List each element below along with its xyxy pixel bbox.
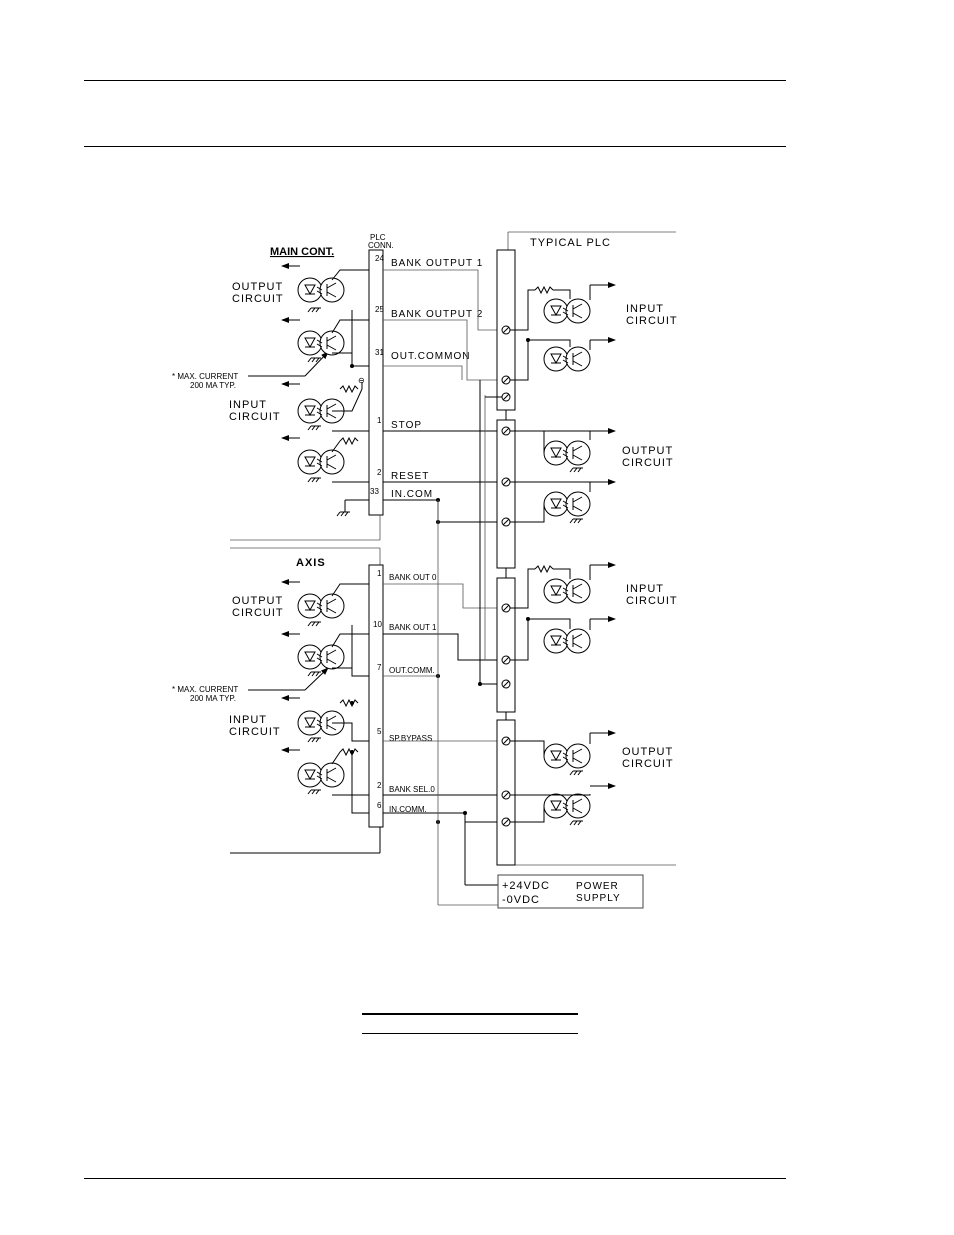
axis-section: AXIS OUTPUT CIRCUIT INPUT CIRCUIT * MAX.… bbox=[172, 557, 505, 828]
axis-pin: 7 bbox=[377, 663, 382, 672]
power-label-l1: POWER bbox=[576, 881, 619, 892]
svg-text:⊖: ⊖ bbox=[358, 376, 365, 385]
main-pin: 2 bbox=[377, 468, 382, 477]
plc-out-opto-2 bbox=[543, 491, 591, 517]
plc-block-2-label-l1: OUTPUT bbox=[622, 445, 673, 457]
power-supply: +24VDC -0VDC POWER SUPPLY bbox=[497, 874, 644, 909]
conn-header-2: CONN. bbox=[368, 241, 394, 250]
axis-out-opto-1 bbox=[297, 593, 345, 619]
axis-note-l1: * MAX. CURRENT bbox=[172, 685, 238, 694]
footer-rule bbox=[84, 1178, 786, 1179]
axis-signal-list: BANK OUT 0 BANK OUT 1 OUT.COMM. SP.BYPAS… bbox=[389, 573, 437, 814]
plc-block-2-label-l2: CIRCUIT bbox=[622, 457, 674, 469]
main-pin: 1 bbox=[377, 416, 382, 425]
plc-title: TYPICAL PLC bbox=[530, 237, 611, 249]
plc-block-3-label-l2: CIRCUIT bbox=[626, 595, 678, 607]
plc-block-4-label-l1: OUTPUT bbox=[622, 746, 673, 758]
caption-rule-bottom bbox=[362, 1033, 578, 1034]
main-pin: 25 bbox=[375, 305, 384, 314]
power-plus: +24VDC bbox=[502, 880, 550, 892]
axis-signal: BANK SEL.0 bbox=[389, 785, 435, 794]
main-out-opto-1 bbox=[297, 277, 345, 303]
main-signal: STOP bbox=[391, 420, 422, 431]
plc-terminal-block-3 bbox=[496, 577, 516, 713]
main-signal: IN.COM bbox=[391, 489, 433, 500]
plc-block-3-label-l1: INPUT bbox=[626, 583, 664, 595]
axis-output-circuit-l2: CIRCUIT bbox=[232, 607, 284, 619]
plc-in-opto-1 bbox=[543, 298, 591, 324]
main-pin-list: 24 25 31 1 2 33 bbox=[370, 254, 384, 496]
main-input-circuit-l2: CIRCUIT bbox=[229, 411, 281, 423]
conn-header-1: PLC bbox=[370, 233, 386, 242]
plc-block-1-label-l2: CIRCUIT bbox=[626, 315, 678, 327]
axis-title: AXIS bbox=[296, 557, 326, 569]
main-in-opto-2 bbox=[297, 449, 345, 475]
header-rule-top bbox=[84, 80, 786, 81]
main-signal: OUT.COMMON bbox=[391, 351, 470, 362]
power-minus: -0VDC bbox=[502, 894, 540, 906]
plc-in-opto-3 bbox=[543, 578, 591, 604]
main-conn-strip bbox=[368, 249, 384, 516]
axis-signal: IN.COMM. bbox=[389, 805, 427, 814]
plc-out-opto-1 bbox=[543, 440, 591, 466]
main-signal: BANK OUTPUT 2 bbox=[391, 309, 483, 320]
axis-pin-list: 1 10 7 5 2 6 bbox=[373, 569, 382, 810]
axis-pin: 5 bbox=[377, 727, 382, 736]
axis-signal: BANK OUT 0 bbox=[389, 573, 437, 582]
main-pin: 31 bbox=[375, 348, 384, 357]
main-signal-list: BANK OUTPUT 1 BANK OUTPUT 2 OUT.COMMON S… bbox=[391, 258, 483, 500]
axis-output-circuit-l1: OUTPUT bbox=[232, 595, 283, 607]
main-pin: 24 bbox=[375, 254, 384, 263]
axis-signal: OUT.COMM. bbox=[389, 666, 435, 675]
axis-input-circuit-l2: CIRCUIT bbox=[229, 726, 281, 738]
axis-note-l2: 200 MA TYP. bbox=[190, 694, 236, 703]
plc-out-opto-3 bbox=[543, 743, 591, 769]
axis-signal: BANK OUT 1 bbox=[389, 623, 437, 632]
caption-rule-top bbox=[362, 1013, 578, 1015]
main-note-l2: 200 MA TYP. bbox=[190, 381, 236, 390]
main-cont-section: MAIN CONT. PLC CONN. OUTPUT CIRCUIT INPU… bbox=[172, 233, 505, 524]
power-label-l2: SUPPLY bbox=[576, 893, 621, 904]
main-input-circuit-l1: INPUT bbox=[229, 399, 267, 411]
plc-block-4-label-l2: CIRCUIT bbox=[622, 758, 674, 770]
main-cont-title: MAIN CONT. bbox=[270, 246, 334, 258]
axis-pin: 1 bbox=[377, 569, 382, 578]
axis-signal: SP.BYPASS bbox=[389, 734, 432, 743]
axis-conn-strip bbox=[368, 564, 384, 828]
main-output-circuit-l2: CIRCUIT bbox=[232, 293, 284, 305]
main-signal: RESET bbox=[391, 471, 429, 482]
plc-out-opto-4 bbox=[543, 793, 591, 819]
main-note-l1: * MAX. CURRENT bbox=[172, 372, 238, 381]
axis-input-circuit-l1: INPUT bbox=[229, 714, 267, 726]
main-pin: 33 bbox=[370, 487, 379, 496]
axis-pin: 2 bbox=[377, 781, 382, 790]
main-signal: BANK OUTPUT 1 bbox=[391, 258, 483, 269]
main-output-circuit-l1: OUTPUT bbox=[232, 281, 283, 293]
plc-in-opto-4 bbox=[543, 628, 591, 654]
plc-in-opto-2 bbox=[543, 346, 591, 372]
axis-pin: 10 bbox=[373, 620, 382, 629]
axis-out-opto-2 bbox=[297, 644, 345, 670]
header-rule-bottom bbox=[84, 146, 786, 147]
plc-block-1-label-l1: INPUT bbox=[626, 303, 664, 315]
main-out-opto-2 bbox=[297, 330, 345, 356]
axis-in-opto-2 bbox=[297, 762, 345, 788]
axis-pin: 6 bbox=[377, 801, 382, 810]
plc-section: TYPICAL PLC INPUT CIRCUIT bbox=[484, 231, 678, 866]
plc-terminal-block-2 bbox=[496, 419, 516, 569]
